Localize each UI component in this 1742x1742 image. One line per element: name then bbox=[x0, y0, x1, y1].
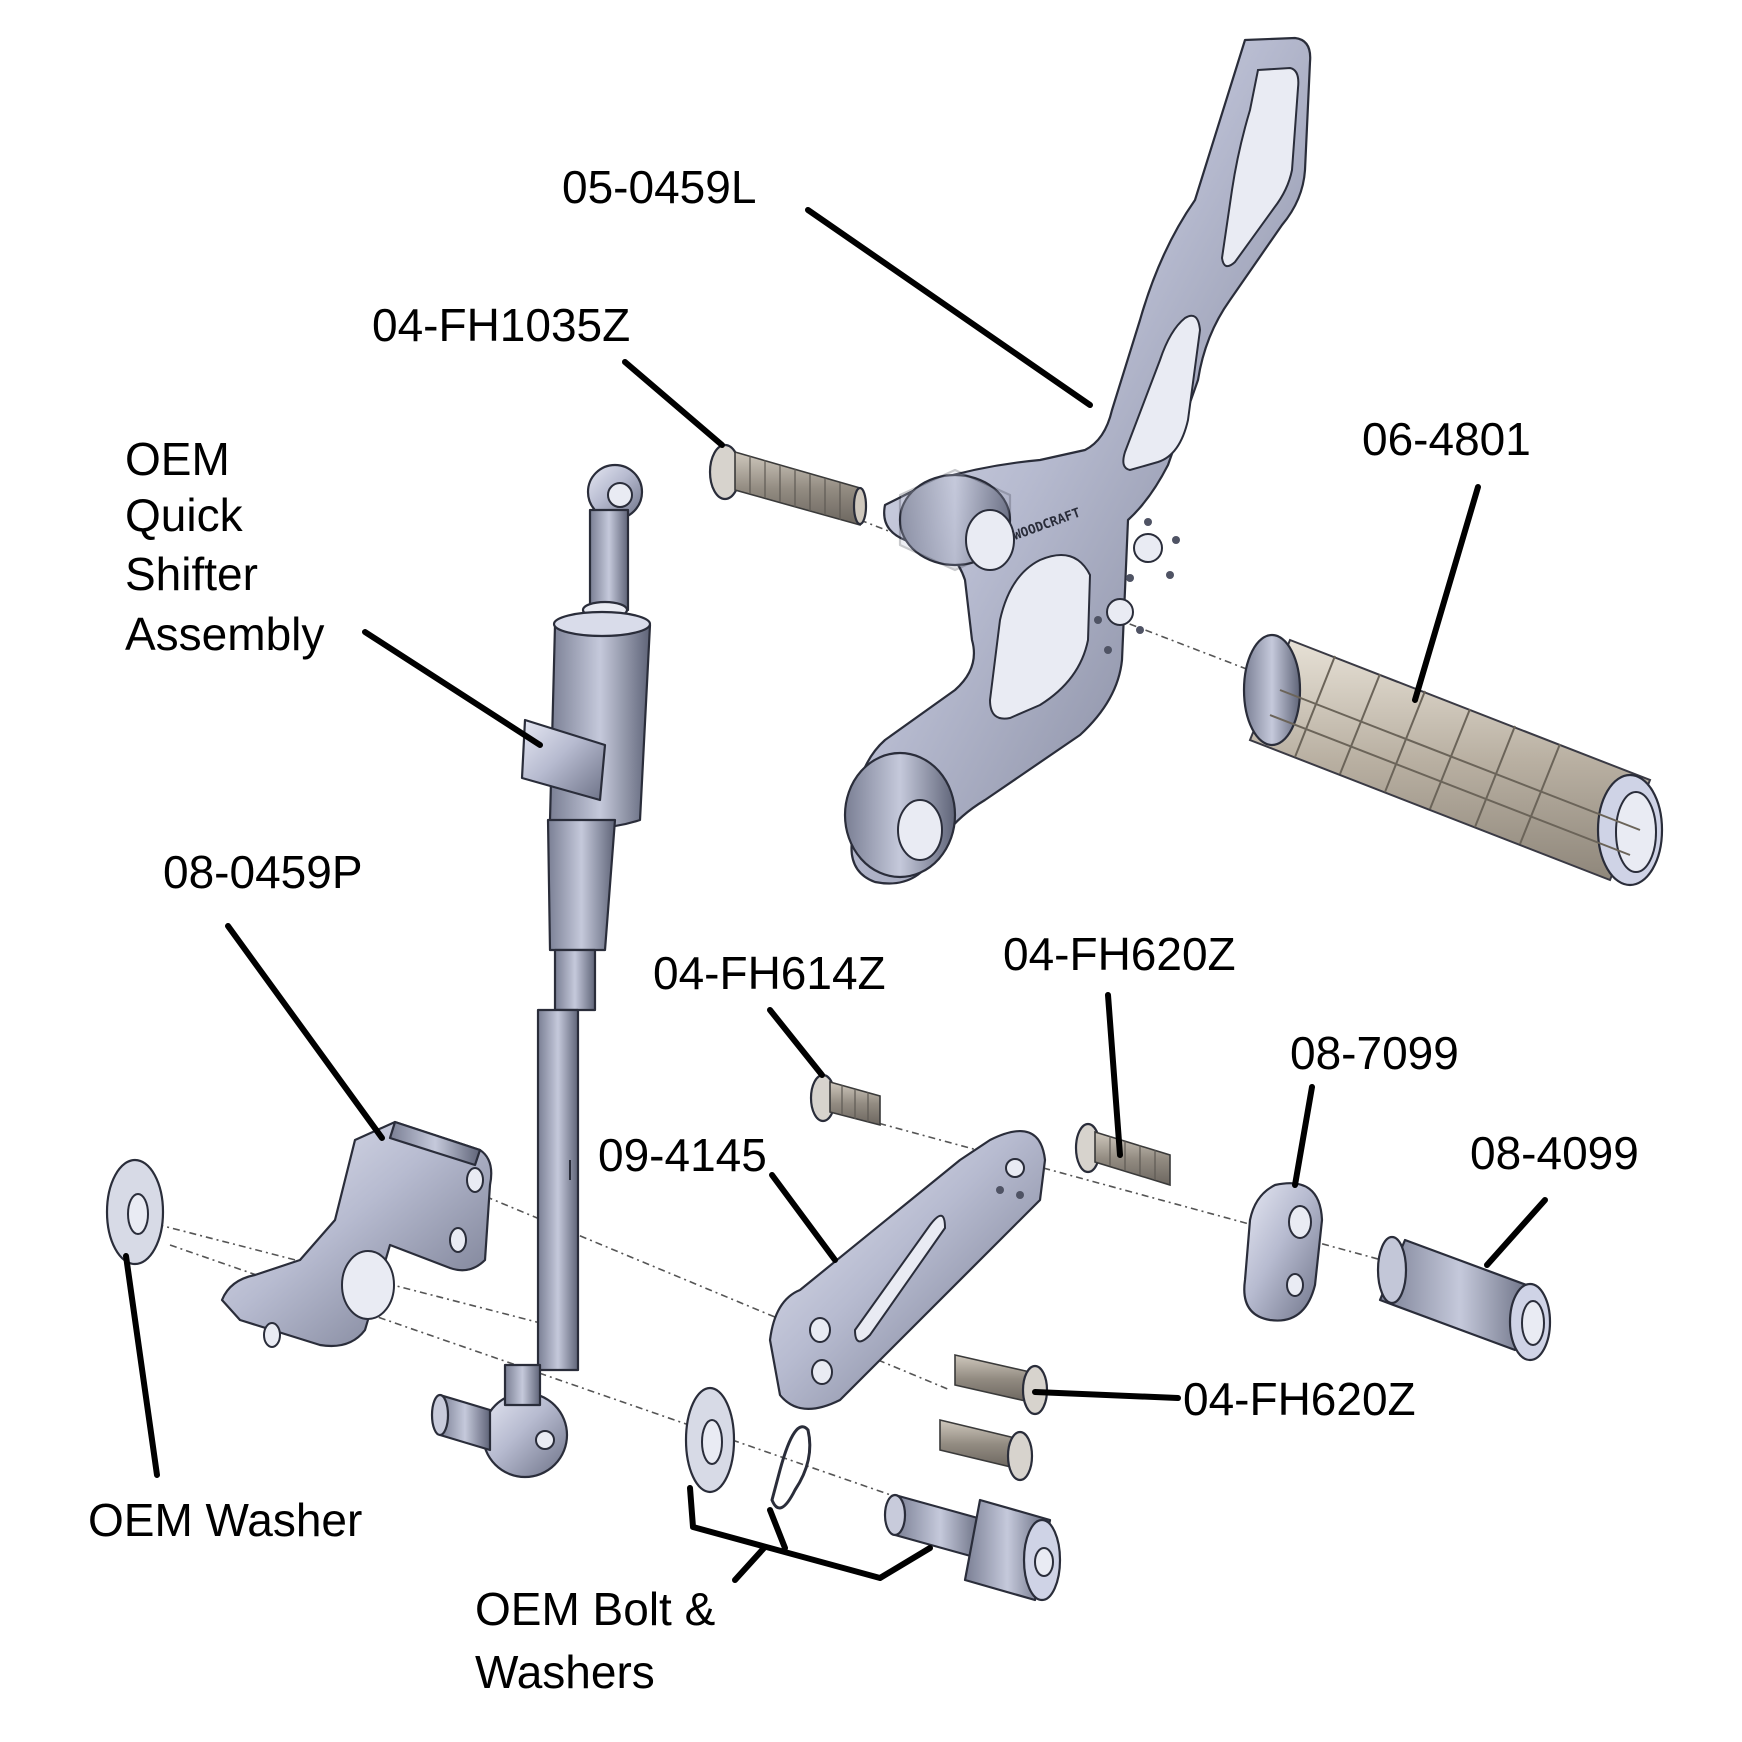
label-quick-shifter-line1: OEM bbox=[125, 433, 230, 485]
label-oem-washer: OEM Washer bbox=[88, 1494, 362, 1546]
label-06-4801: 06-4801 bbox=[1362, 413, 1531, 465]
bolt-04-FH620Z-lower-part bbox=[939, 1353, 1049, 1482]
leader-08-0459P bbox=[225, 923, 385, 1141]
leader-oem-washer bbox=[123, 1253, 160, 1478]
leader-09-4145 bbox=[769, 1172, 838, 1263]
leader-oem-bolt-branch-up bbox=[767, 1507, 788, 1551]
oem-washer-left-part bbox=[105, 1158, 165, 1266]
leader-quick-shifter bbox=[362, 629, 543, 748]
sleeve-08-4099-part bbox=[1376, 1235, 1552, 1362]
label-04-FH1035Z: 04-FH1035Z bbox=[372, 299, 630, 351]
footpeg-bracket-part: WOODCRAFT bbox=[843, 36, 1312, 885]
oem-washers-part bbox=[684, 1386, 812, 1510]
label-09-4145: 09-4145 bbox=[598, 1129, 767, 1181]
label-04-FH614Z: 04-FH614Z bbox=[653, 947, 886, 999]
footpeg-grip-part bbox=[1242, 633, 1664, 887]
leader-05-0459L bbox=[805, 207, 1093, 408]
label-04-FH620Z-top: 04-FH620Z bbox=[1003, 928, 1236, 980]
label-oem-bolt-line1: OEM Bolt & bbox=[475, 1583, 715, 1635]
shift-arm-part bbox=[768, 1130, 1047, 1410]
leader-04-FH620Z-top bbox=[1105, 992, 1123, 1158]
callout-labels: 05-0459L 04-FH1035Z OEM Quick Shifter As… bbox=[88, 161, 1639, 1698]
label-04-FH620Z-right: 04-FH620Z bbox=[1183, 1373, 1416, 1425]
label-quick-shifter-line4: Assembly bbox=[125, 608, 324, 660]
quick-shifter-assembly-part bbox=[430, 463, 652, 1479]
bolt-04-FH620Z-top-part bbox=[1074, 1122, 1171, 1187]
leader-04-FH614Z bbox=[767, 1007, 825, 1078]
oem-bolt-part bbox=[883, 1493, 1062, 1602]
label-oem-bolt-line2: Washers bbox=[475, 1646, 655, 1698]
leader-08-7099 bbox=[1292, 1084, 1315, 1188]
leader-08-4099 bbox=[1484, 1197, 1548, 1268]
label-quick-shifter-line3: Shifter bbox=[125, 548, 258, 600]
leader-04-FH620Z-right bbox=[1032, 1389, 1181, 1401]
label-08-0459P: 08-0459P bbox=[163, 846, 363, 898]
bolt-04-FH1035Z-part bbox=[708, 443, 868, 527]
label-quick-shifter-line2: Quick bbox=[125, 489, 244, 541]
leader-04-FH1035Z bbox=[622, 359, 725, 448]
leader-lines bbox=[123, 207, 1548, 1583]
label-08-4099: 08-4099 bbox=[1470, 1127, 1639, 1179]
bolt-04-FH614Z-part bbox=[809, 1073, 881, 1127]
label-08-7099: 08-7099 bbox=[1290, 1027, 1459, 1079]
leader-oem-bolt bbox=[687, 1485, 933, 1581]
label-05-0459L: 05-0459L bbox=[562, 161, 756, 213]
pivot-bracket-part bbox=[220, 1120, 493, 1348]
link-08-7099-part bbox=[1243, 1182, 1324, 1322]
leader-06-4801 bbox=[1412, 484, 1481, 703]
leader-oem-bolt-branch-down bbox=[732, 1545, 767, 1583]
